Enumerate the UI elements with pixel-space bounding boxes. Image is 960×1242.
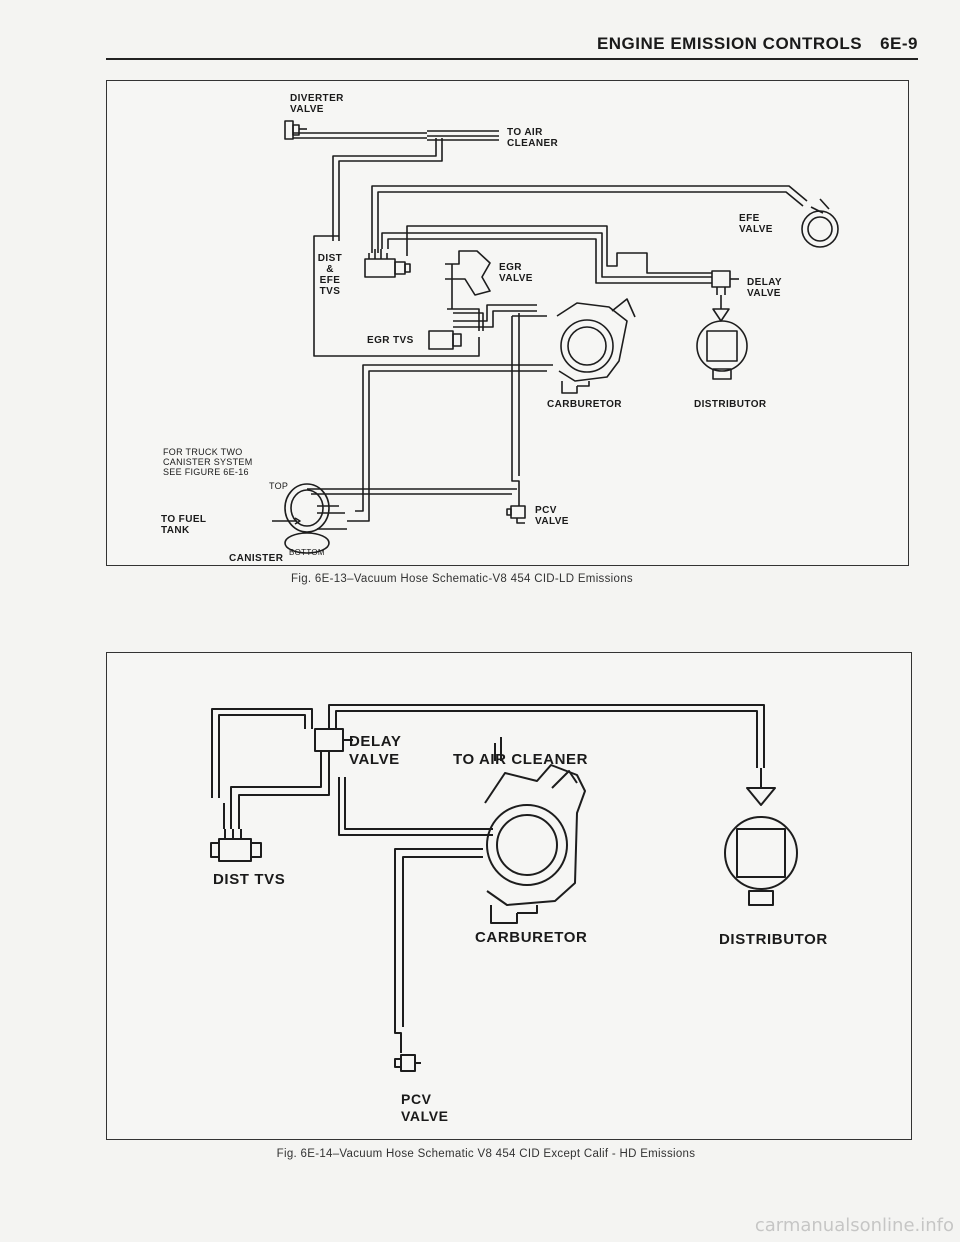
label-bottom: BOTTOM (289, 548, 325, 557)
hose-to-distributor (406, 225, 712, 274)
header-rule (106, 58, 918, 60)
label-pcv-valve-2: PCV VALVE (401, 1091, 449, 1124)
hose-dist-tvs-loop (211, 708, 313, 798)
canister-shape (272, 483, 347, 554)
label-diverter-valve: DIVERTER VALVE (290, 93, 344, 115)
dist-tvs-shape (210, 829, 262, 862)
hose-carb-pcv (511, 313, 547, 506)
label-dist-tvs: DIST TVS (213, 871, 286, 888)
diverter-valve-shape (284, 120, 307, 140)
hose-to-air-cleaner (293, 130, 499, 141)
carburetor-shape-2 (484, 737, 586, 924)
hose-delay-to-tvs (223, 777, 330, 829)
hose-carb-to-pcv (394, 848, 483, 1053)
section-title: ENGINE EMISSION CONTROLS (596, 34, 863, 53)
egr-valve-shape (445, 250, 491, 309)
distributor-shape (696, 295, 748, 380)
hose-canister (347, 364, 553, 522)
caption-fig-6e-13: Fig. 6E-13–Vacuum Hose Schematic-V8 454 … (291, 573, 633, 585)
label-egr-tvs: EGR TVS (367, 335, 414, 346)
label-note-two-canister: FOR TRUCK TWO CANISTER SYSTEM SEE FIGURE… (163, 447, 253, 477)
pcv-valve-shape (506, 505, 526, 524)
hose-tvs-loop (313, 235, 480, 357)
label-delay-valve-1: DELAY VALVE (747, 277, 782, 299)
label-efe-valve: EFE VALVE (739, 213, 773, 235)
label-egr-valve: EGR VALVE (499, 262, 533, 284)
label-to-air-cleaner-1: TO AIR CLEANER (507, 127, 559, 149)
carburetor-shape (556, 298, 636, 394)
label-to-air-cleaner-2: TO AIR CLEANER (453, 751, 589, 768)
label-distributor-2: DISTRIBUTOR (719, 931, 828, 948)
label-delay-valve-2: DELAY VALVE (349, 733, 402, 768)
caption-fig-6e-14: Fig. 6E-14–Vacuum Hose Schematic V8 454 … (276, 1148, 696, 1160)
label-dist-efe-tvs: DIST & EFE TVS (317, 253, 343, 297)
hose-delay-to-distributor (328, 704, 765, 768)
vacuum-schematic-1 (272, 120, 839, 554)
hose-canister-top (307, 488, 517, 495)
page-number: 6E-9 (880, 34, 918, 53)
dist-efe-tvs-shape (364, 249, 411, 278)
label-carburetor-1: CARBURETOR (547, 399, 622, 410)
hose-diverter-to-tvs (332, 138, 443, 241)
figure-6e-13: DIVERTER VALVE TO AIR CLEANER EFE VALVE … (106, 80, 909, 566)
delay-valve-shape-2 (314, 728, 353, 777)
label-top: TOP (269, 481, 289, 491)
hose-tvs-to-delay (381, 232, 712, 284)
pcv-valve-shape-2 (394, 1054, 421, 1072)
label-canister: CANISTER (229, 553, 284, 564)
label-pcv-valve-1: PCV VALVE (535, 505, 569, 527)
vacuum-schematic-2 (210, 704, 798, 1072)
hose-to-efe-valve (371, 185, 808, 253)
delay-valve-shape (711, 270, 739, 295)
distributor-shape-2 (724, 768, 798, 906)
label-distributor-1: DISTRIBUTOR (694, 399, 767, 410)
watermark-text: carmanualsonline.info (754, 1215, 954, 1236)
figure-6e-14: DELAY VALVE TO AIR CLEANER DIST TVS CARB… (106, 652, 912, 1140)
page-header: ENGINE EMISSION CONTROLS 6E-9 (0, 34, 918, 60)
egr-tvs-shape (428, 308, 484, 350)
label-carburetor-2: CARBURETOR (475, 929, 588, 946)
hose-egr-to-carb (453, 304, 537, 328)
efe-valve-shape (801, 198, 839, 248)
label-to-fuel-tank: TO FUEL TANK (161, 514, 207, 536)
hose-delay-to-carb (338, 777, 493, 836)
